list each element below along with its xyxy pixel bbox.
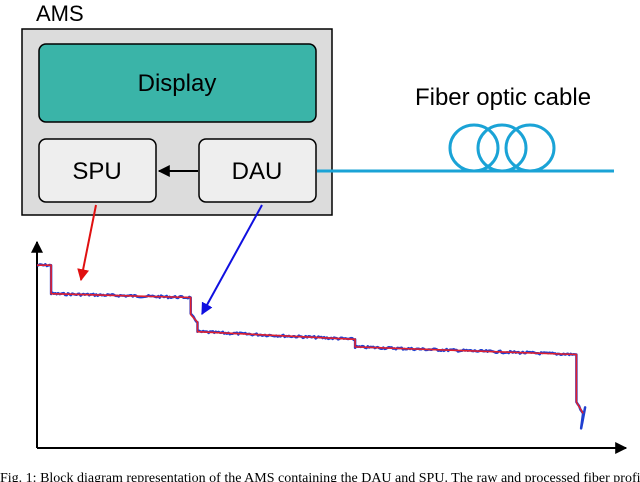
cable-label: Fiber optic cable — [415, 84, 591, 111]
display-label: Display — [138, 70, 217, 97]
spu-block — [38, 138, 157, 203]
dau-block — [198, 138, 317, 203]
ams-title: AMS — [36, 1, 84, 26]
figure-caption: Fig. 1: Block diagram representation of … — [0, 471, 640, 482]
processed-fiber-profile — [37, 264, 584, 414]
dau-label: DAU — [232, 158, 283, 185]
display-block — [38, 43, 317, 123]
fiber-coil — [448, 123, 556, 173]
dau-to-raw-arrow — [201, 204, 263, 316]
spu-to-processed-arrow — [77, 204, 97, 282]
raw-fiber-profile — [36, 263, 587, 430]
spu-label: SPU — [72, 158, 121, 185]
